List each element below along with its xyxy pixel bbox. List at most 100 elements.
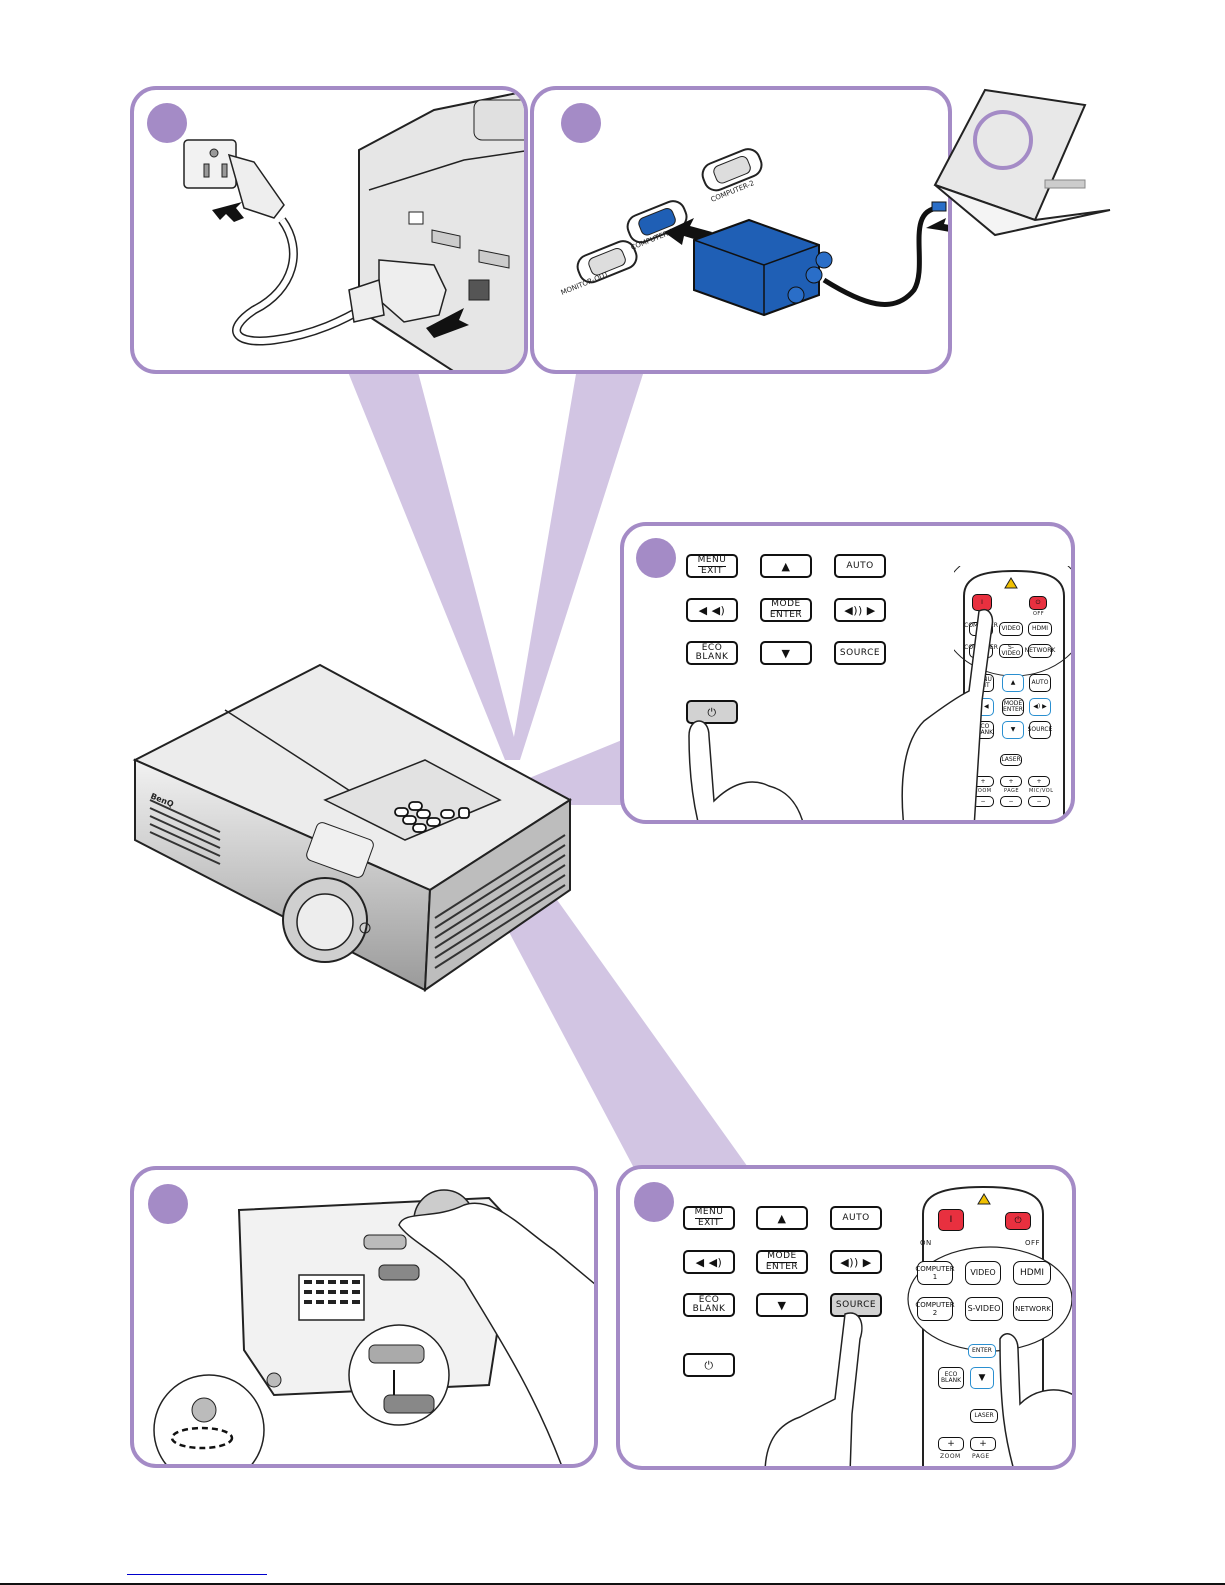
remote-on-label: ON bbox=[920, 1239, 932, 1247]
hand-pressing-remote bbox=[999, 1333, 1072, 1466]
remote-video-key[interactable]: VIDEO bbox=[965, 1261, 1001, 1285]
remote-page-plus[interactable]: + bbox=[1000, 776, 1022, 787]
rocker-label-page: PAGE bbox=[972, 1453, 990, 1460]
remote-up-key[interactable]: ▲ bbox=[1002, 674, 1024, 692]
arrow-icon bbox=[926, 218, 948, 232]
remote-laser-key[interactable]: LASER bbox=[1000, 754, 1022, 766]
remote-page-minus[interactable]: − bbox=[1000, 796, 1022, 807]
step1-badge bbox=[147, 103, 187, 143]
rocker-label-zoom: ZOOM bbox=[974, 788, 992, 794]
rotate-arrow-icon bbox=[170, 1426, 234, 1450]
auto-key[interactable]: AUTO bbox=[830, 1206, 882, 1230]
footer-rule bbox=[0, 1583, 1225, 1585]
left-key[interactable]: ◀ ◀) bbox=[686, 598, 738, 622]
remote-on-key[interactable]: I bbox=[938, 1209, 964, 1231]
footer-link-underline[interactable] bbox=[127, 1574, 267, 1575]
power-icon: ⏻ bbox=[704, 1358, 714, 1372]
right-key[interactable]: ◀)) ▶ bbox=[834, 598, 886, 622]
remote-down-key[interactable]: ▼ bbox=[970, 1367, 994, 1389]
vga-connection-illustration: MONITOR-OUT COMPUTER-1 COMPUTER-2 bbox=[560, 148, 948, 317]
power-cord-illustration bbox=[183, 90, 524, 370]
remote-down-key[interactable]: ▼ bbox=[1002, 721, 1024, 739]
remote-network-key[interactable]: NETWORK bbox=[1025, 644, 1055, 658]
wall-outlet bbox=[183, 139, 237, 189]
detail-circle-foot bbox=[153, 1374, 265, 1464]
left-key[interactable]: ◀ ◀) bbox=[683, 1250, 735, 1274]
remote-hdmi-key[interactable]: HDMI bbox=[1028, 622, 1052, 636]
remote-off-label: OFF bbox=[1033, 611, 1045, 617]
adjust-feet-illustration bbox=[153, 1189, 594, 1464]
up-key[interactable]: ▲ bbox=[756, 1206, 808, 1230]
step1-panel bbox=[130, 86, 528, 374]
beam-step1 bbox=[348, 372, 520, 760]
remote-video-key[interactable]: VIDEO bbox=[999, 622, 1023, 636]
rocker-label-micvol: MIC/VOL bbox=[1029, 788, 1054, 794]
rocker-label-page: PAGE bbox=[1004, 788, 1020, 794]
remote-laser-key[interactable]: LASER bbox=[970, 1409, 998, 1423]
vga-plug bbox=[693, 218, 820, 317]
remote-off-key[interactable]: ⏻ bbox=[1029, 596, 1047, 610]
power-icon: ⏻ bbox=[707, 705, 717, 719]
finger-pressing-source bbox=[764, 1312, 863, 1466]
step5-badge bbox=[634, 1182, 674, 1222]
remote-vol-minus[interactable]: − bbox=[1028, 796, 1050, 807]
remote-right-key[interactable]: ◀) ▶ bbox=[1029, 698, 1051, 716]
remote-off-label: OFF bbox=[1025, 1239, 1041, 1247]
arrow-icon bbox=[426, 308, 469, 338]
up-key[interactable]: ▲ bbox=[760, 554, 812, 578]
remote-computer1-key[interactable]: COMPUTER 1 bbox=[915, 1261, 955, 1285]
remote-source-key[interactable]: SOURCE bbox=[1028, 721, 1052, 739]
remote-auto-key[interactable]: AUTO bbox=[1029, 674, 1051, 692]
laser-warning-icon bbox=[1004, 577, 1018, 589]
remote-enter-key[interactable]: ENTER bbox=[968, 1344, 996, 1358]
remote-eco-blank-key[interactable]: ECO BLANK bbox=[938, 1367, 964, 1389]
remote-page-plus[interactable]: + bbox=[970, 1437, 996, 1451]
laser-warning-icon bbox=[977, 1193, 991, 1205]
projector-illustration: BenQ bbox=[132, 663, 572, 992]
step2-panel: MONITOR-OUT COMPUTER-1 COMPUTER-2 bbox=[530, 86, 952, 374]
power-key[interactable]: ⏻ bbox=[683, 1353, 735, 1377]
port-computer-2 bbox=[701, 148, 763, 192]
step2-badge bbox=[561, 103, 601, 143]
step4-badge bbox=[148, 1184, 188, 1224]
hand-pressing-remote bbox=[901, 609, 994, 820]
wall-plug bbox=[227, 153, 285, 219]
remote-zoom-plus[interactable]: + bbox=[938, 1437, 964, 1451]
remote-hdmi-key[interactable]: HDMI bbox=[1013, 1261, 1051, 1285]
finger-pressing-power bbox=[688, 720, 804, 820]
step4-panel bbox=[130, 1166, 598, 1468]
laptop-illustration bbox=[933, 88, 1111, 237]
remote-network-key[interactable]: NETWORK bbox=[1013, 1297, 1053, 1321]
remote-mode-enter-key[interactable]: MODE ENTER bbox=[1002, 698, 1024, 716]
right-key[interactable]: ◀)) ▶ bbox=[830, 1250, 882, 1274]
arrow-icon bbox=[212, 202, 244, 222]
beam-step2 bbox=[510, 374, 643, 760]
vga-cable bbox=[822, 205, 940, 307]
source-key[interactable]: SOURCE bbox=[834, 641, 886, 665]
remote-svideo-key[interactable]: S-VIDEO bbox=[965, 1297, 1003, 1321]
laptop-highlight-circle bbox=[973, 110, 1033, 170]
hand-on-lens bbox=[398, 1202, 594, 1464]
remote-svideo-key[interactable]: S-VIDEO bbox=[999, 644, 1023, 658]
projector-side bbox=[423, 798, 571, 992]
quick-release-button bbox=[363, 1234, 407, 1250]
remote-off-key[interactable]: ⏻ bbox=[1005, 1212, 1031, 1230]
down-key[interactable]: ▼ bbox=[756, 1293, 808, 1317]
port-monitor-out bbox=[576, 240, 638, 284]
port-computer-1 bbox=[626, 200, 688, 244]
remote-on-key[interactable]: I bbox=[972, 594, 992, 611]
auto-key[interactable]: AUTO bbox=[834, 554, 886, 578]
down-key[interactable]: ▼ bbox=[760, 641, 812, 665]
power-cord bbox=[232, 217, 372, 346]
power-key[interactable]: ⏻ bbox=[686, 700, 738, 724]
remote-computer2-key[interactable]: COMPUTER 2 bbox=[915, 1297, 955, 1321]
remote-vol-plus[interactable]: + bbox=[1028, 776, 1050, 787]
rocker-label-zoom: ZOOM bbox=[940, 1453, 961, 1460]
